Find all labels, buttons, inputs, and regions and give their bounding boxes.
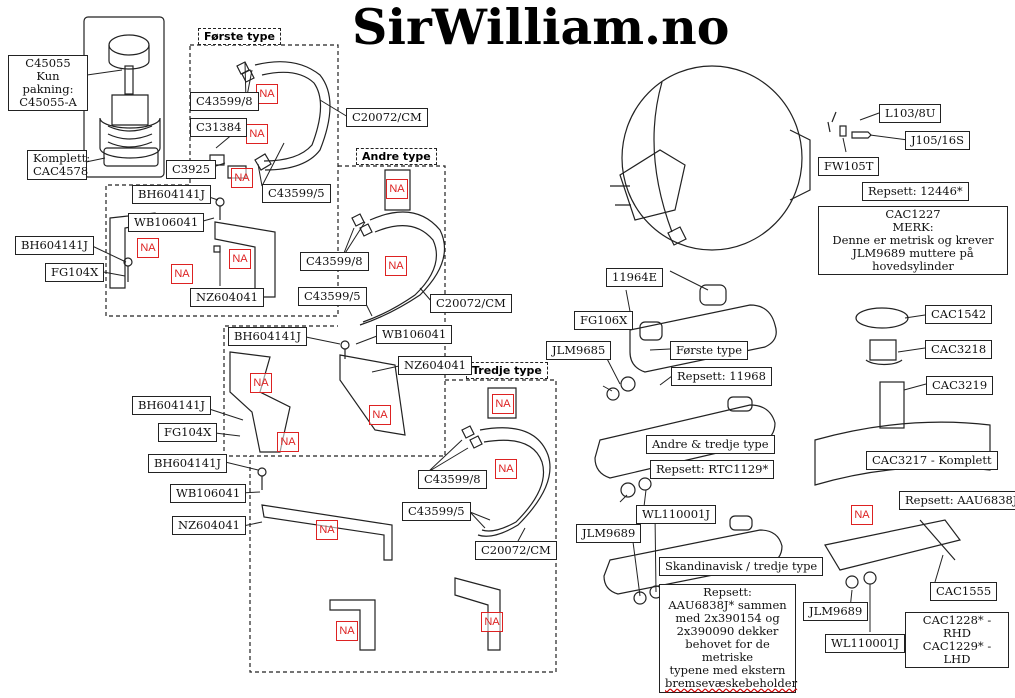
repsett-note-last-line: bremsevæskebeholder (665, 676, 798, 690)
label-c31384[interactable]: C31384 (190, 118, 248, 137)
label-11964e[interactable]: 11964E (606, 268, 663, 287)
na-marker: NA (256, 84, 278, 104)
label-forste-type-cylinder[interactable]: Første type (670, 341, 749, 360)
na-marker: NA (250, 373, 272, 393)
reservoir-right (814, 307, 991, 589)
label-bh604141j[interactable]: BH604141J (15, 236, 94, 255)
label-l103-8u[interactable]: L103/8U (879, 104, 942, 123)
label-wb106041[interactable]: WB106041 (170, 484, 247, 503)
na-marker: NA (851, 505, 873, 525)
group-box-tredje (249, 379, 557, 673)
label-jlm9685[interactable]: JLM9685 (546, 341, 612, 360)
label-cac3219[interactable]: CAC3219 (926, 376, 994, 395)
na-marker: NA (492, 394, 514, 414)
label-c20072-cm[interactable]: C20072/CM (346, 108, 428, 127)
label-repsett-12446[interactable]: Repsett: 12446* (862, 182, 969, 201)
na-marker: NA (316, 520, 338, 540)
section-forste-type: Første type (198, 28, 281, 45)
label-wb106041[interactable]: WB106041 (128, 213, 205, 232)
na-marker: NA (246, 124, 268, 144)
label-wl110001j[interactable]: WL110001J (825, 634, 905, 653)
label-cac3217-komplett[interactable]: CAC3217 - Komplett (866, 451, 998, 470)
reservoir-illustration (83, 16, 165, 178)
label-jlm9689[interactable]: JLM9689 (576, 524, 642, 543)
label-repsett-rtc1129[interactable]: Repsett: RTC1129* (650, 460, 775, 479)
label-skandinavisk-tredje-type[interactable]: Skandinavisk / tredje type (659, 557, 824, 576)
label-c20072-cm[interactable]: C20072/CM (430, 294, 512, 313)
label-c20072-cm[interactable]: C20072/CM (475, 541, 557, 560)
label-repsett-11968[interactable]: Repsett: 11968 (671, 367, 772, 386)
label-wl110001j[interactable]: WL110001J (636, 505, 716, 524)
label-jlm9689[interactable]: JLM9689 (803, 602, 869, 621)
label-bh604141j[interactable]: BH604141J (132, 185, 211, 204)
label-bh604141j[interactable]: BH604141J (228, 327, 307, 346)
na-marker: NA (171, 264, 193, 284)
label-c43599-5[interactable]: C43599/5 (298, 287, 367, 306)
label-cac3218[interactable]: CAC3218 (925, 340, 993, 359)
na-marker: NA (229, 249, 251, 269)
label-andre-tredje-type[interactable]: Andre & tredje type (646, 435, 775, 454)
na-marker: NA (336, 621, 358, 641)
label-c43599-8[interactable]: C43599/8 (300, 252, 369, 271)
label-fg104x[interactable]: FG104X (45, 263, 105, 282)
label-nz604041[interactable]: NZ604041 (190, 288, 264, 307)
na-marker: NA (369, 405, 391, 425)
na-marker: NA (277, 432, 299, 452)
label-nz604041[interactable]: NZ604041 (398, 356, 472, 375)
label-repsett-aau6838j[interactable]: Repsett: AAU6838J* (899, 491, 1015, 510)
tredje-hoses (257, 387, 551, 651)
servo-illustration (610, 65, 872, 251)
andre-hoses (229, 169, 446, 453)
label-c43599-8[interactable]: C43599/8 (190, 92, 259, 111)
na-marker: NA (385, 256, 407, 276)
label-c3925[interactable]: C3925 (166, 160, 217, 179)
label-fg104x[interactable]: FG104X (158, 423, 218, 442)
section-tredje-type: Tredje type (466, 362, 548, 379)
na-marker: NA (137, 238, 159, 258)
label-bh604141j[interactable]: BH604141J (148, 454, 227, 473)
na-marker: NA (386, 179, 408, 199)
na-marker: NA (481, 612, 503, 632)
label-cac1542[interactable]: CAC1542 (925, 305, 993, 324)
label-bh604141j[interactable]: BH604141J (132, 396, 211, 415)
group-box-andre (223, 165, 446, 457)
label-j105-16s[interactable]: J105/16S (905, 131, 970, 150)
label-cac1555[interactable]: CAC1555 (930, 582, 998, 601)
na-marker: NA (231, 168, 253, 188)
master-cylinder-1 (606, 284, 777, 401)
label-nz604041[interactable]: NZ604041 (172, 516, 246, 535)
label-komplett-cac4578[interactable]: Komplett:CAC4578 (27, 150, 90, 180)
label-c43599-5[interactable]: C43599/5 (402, 502, 471, 521)
group-box-forste (105, 44, 339, 317)
na-marker: NA (495, 459, 517, 479)
section-andre-type: Andre type (356, 148, 437, 165)
label-fg106x[interactable]: FG106X (574, 311, 634, 330)
forste-hoses (109, 61, 331, 298)
label-fw105t[interactable]: FW105T (818, 157, 880, 176)
site-title: SirWilliam.no (352, 0, 730, 56)
label-c43599-5[interactable]: C43599/5 (262, 184, 331, 203)
label-c43599-8[interactable]: C43599/8 (418, 470, 487, 489)
label-wb106041[interactable]: WB106041 (376, 325, 453, 344)
